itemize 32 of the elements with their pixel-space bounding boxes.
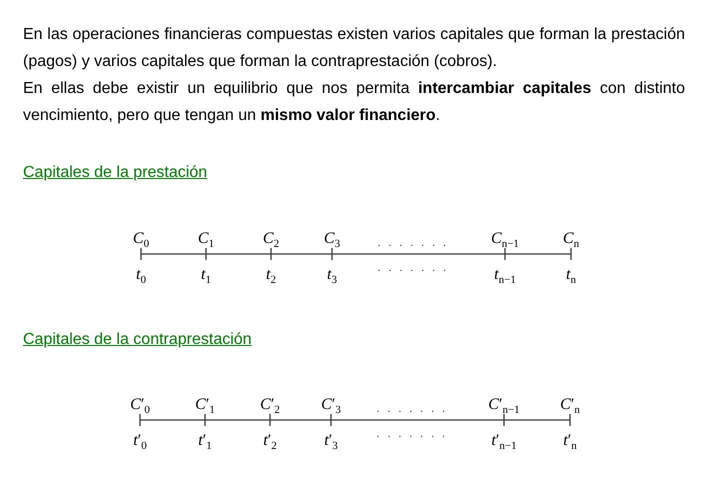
time-label: t′$_{2}$ (263, 432, 277, 450)
capital-label: C$_{3}$ (324, 230, 340, 248)
capital-label: C′$_{1}$ (195, 396, 215, 414)
capital-label: C$_{0}$ (132, 230, 150, 248)
time-label: t′$_{1}$ (198, 432, 212, 450)
ellipsis-dots: . . . . . . . (376, 403, 448, 415)
capital-label: C′$_{0}$ (130, 396, 150, 414)
capital-label: C′$_{n}$ (560, 396, 580, 414)
ellipsis-dots: . . . . . . . (378, 237, 448, 249)
time-label: t$_{n−1}$ (494, 266, 516, 284)
time-label: t′$_{n}$ (563, 432, 577, 450)
time-label: t′$_{0}$ (133, 432, 147, 450)
ellipsis-dots: . . . . . . . (378, 262, 448, 274)
capital-label: C$_{n}$ (562, 230, 580, 248)
capital-label: C′$_{3}$ (321, 396, 341, 414)
capital-label: C$_{2}$ (262, 230, 280, 248)
time-label: t′$_{3}$ (324, 432, 338, 450)
capital-label: C$_{n−1}$ (491, 230, 519, 248)
time-label: t′$_{n−1}$ (491, 432, 517, 450)
capital-label: C$_{1}$ (198, 230, 214, 248)
paragraph: En las operaciones financieras compuestas existen varios capitales que forman la prestación (pagos) y varios capitales que forman la contraprestación (cobros). (23, 25, 685, 72)
time-label: t$_{n}$ (566, 266, 576, 284)
section-heading-link: Capitales de la prestación (23, 164, 208, 182)
time-label: t$_{1}$ (201, 266, 211, 284)
time-label: t$_{0}$ (136, 266, 146, 284)
time-label: t$_{3}$ (327, 266, 337, 284)
time-label: t$_{2}$ (266, 266, 276, 284)
capital-label: C′$_{n−1}$ (488, 396, 520, 414)
capital-label: C′$_{2}$ (260, 396, 280, 414)
ellipsis-dots: . . . . . . . (376, 428, 448, 440)
section-heading-link: Capitales de la contraprestación (23, 331, 252, 349)
paragraph: En ellas debe existir un equilibrio que nos permita intercambiar capitales con distinto vencimiento, pero que tengan un mismo valor financiero. (23, 79, 685, 126)
